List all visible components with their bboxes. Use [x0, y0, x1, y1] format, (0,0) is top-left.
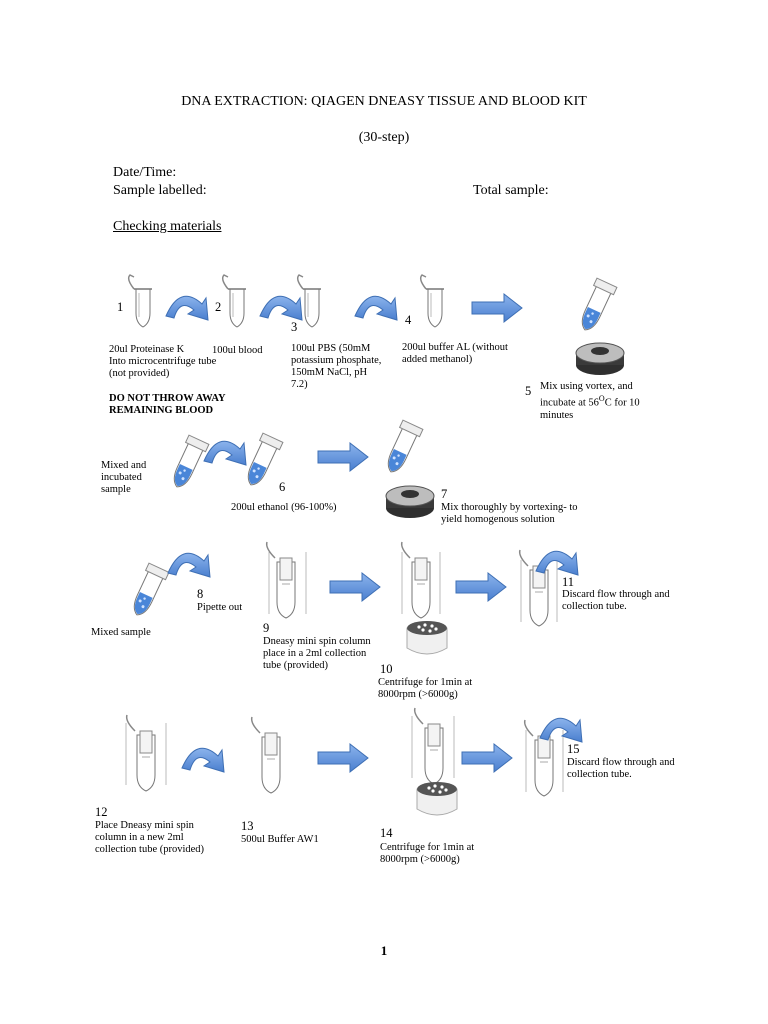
warning-note: DO NOT THROW AWAY REMAINING BLOOD — [109, 393, 226, 417]
step-5-line: incubate at 56OC for 10 — [540, 393, 640, 410]
step-14-text: Centrifuge for 1min at 8000rpm (>6000g) — [380, 842, 474, 866]
mixed-incubated-line: Mixed and — [101, 460, 147, 471]
step-5-line: minutes — [540, 409, 574, 421]
step-12-line: Place Dneasy mini spin — [95, 820, 194, 831]
step-15-number: 15 — [567, 742, 580, 756]
step-14-line: 8000rpm (>6000g) — [380, 854, 460, 865]
step-7-text: Mix thoroughly by vortexing- to yield ho… — [441, 502, 578, 526]
mixed-incubated-line: incubated — [101, 472, 142, 483]
step-1-number: 1 — [117, 300, 124, 314]
mixed-sample-label: Mixed sample — [91, 627, 151, 638]
date-time-label: Date/Time: — [113, 165, 177, 180]
step-11-line: collection tube. — [562, 601, 627, 612]
step-4-line: added methanol) — [402, 354, 473, 365]
step-6-text: 200ul ethanol (96-100%) — [231, 502, 337, 513]
step-3-number: 3 — [291, 320, 298, 334]
step-7-number: 7 — [441, 487, 448, 501]
step-5-text: Mix using vortex, and incubate at 56OC f… — [540, 381, 640, 422]
step-12-number: 12 — [95, 805, 108, 819]
tube-blood — [221, 274, 247, 328]
total-sample-label: Total sample: — [473, 183, 549, 198]
step-5-line: Mix using vortex, and — [540, 381, 633, 392]
tube-proteinase-k — [127, 274, 153, 328]
warning-line: DO NOT THROW AWAY — [109, 393, 226, 404]
step-12-line: collection tube (provided) — [95, 844, 205, 855]
step-5-temp-text: incubate at 56 — [540, 397, 599, 409]
warning-line: REMAINING BLOOD — [109, 405, 214, 416]
step-12-line: column in a new 2ml — [95, 832, 184, 843]
step-10-line: 8000rpm (>6000g) — [378, 689, 458, 700]
step-3-text: 100ul PBS (50mM potassium phosphate, 150… — [291, 343, 381, 391]
tube-buffer-al — [419, 274, 445, 328]
step-14-line: Centrifuge for 1min at — [380, 842, 475, 853]
step-9-number: 9 — [263, 621, 270, 635]
mixed-incubated-label: Mixed and incubated sample — [101, 460, 146, 496]
step-11-text: Discard flow through and collection tube… — [562, 589, 670, 613]
section-heading: Checking materials — [113, 219, 222, 234]
step-2-number: 2 — [215, 300, 222, 314]
step-9-text: Dneasy mini spin column place in a 2ml c… — [263, 636, 371, 672]
step-10-text: Centrifuge for 1min at 8000rpm (>6000g) — [378, 677, 472, 701]
step-4-line: 200ul buffer AL (without — [402, 342, 508, 353]
step-4-number: 4 — [405, 313, 412, 327]
step-8-number: 8 — [197, 587, 204, 601]
step-12-text: Place Dneasy mini spin column in a new 2… — [95, 820, 204, 856]
step-3-line: 150mM NaCl, pH — [291, 367, 368, 378]
sample-labelled-label: Sample labelled: — [113, 183, 207, 198]
step-1-line: 20ul Proteinase K — [109, 344, 185, 355]
step-7-line: yield homogenous solution — [441, 514, 555, 525]
step-7-line: Mix thoroughly by vortexing- to — [441, 502, 578, 513]
step-9-line: Dneasy mini spin column — [263, 636, 371, 647]
step-5-number: 5 — [525, 384, 532, 398]
step-10-line: Centrifuge for 1min at — [378, 677, 473, 688]
page-number: 1 — [380, 943, 388, 958]
step-1-text: 20ul Proteinase K Into microcentrifuge t… — [109, 344, 216, 380]
step-15-line: Discard flow through and — [567, 757, 675, 768]
step-14-number: 14 — [380, 826, 393, 840]
step-3-line: 7.2) — [291, 379, 308, 390]
step-3-line: 100ul PBS (50mM — [291, 343, 371, 354]
step-5-duration-text: C for 10 — [604, 397, 640, 409]
step-6-number: 6 — [279, 480, 286, 494]
step-10-number: 10 — [380, 662, 393, 676]
step-9-line: place in a 2ml collection — [263, 648, 367, 659]
mixed-incubated-line: sample — [101, 484, 131, 495]
page-title: DNA EXTRACTION: QIAGEN DNEASY TISSUE AND… — [181, 94, 587, 109]
step-15-line: collection tube. — [567, 769, 632, 780]
step-9-line: tube (provided) — [263, 660, 329, 671]
step-2-text: 100ul blood — [212, 345, 263, 356]
degree-mark: O — [598, 394, 605, 403]
step-1-line: (not provided) — [109, 368, 170, 379]
step-15-text: Discard flow through and collection tube… — [567, 757, 675, 781]
step-11-line: Discard flow through and — [562, 589, 670, 600]
step-13-number: 13 — [241, 819, 254, 833]
step-4-text: 200ul buffer AL (without added methanol) — [402, 342, 508, 366]
step-13-text: 500ul Buffer AW1 — [241, 834, 319, 845]
page-subtitle: (30-step) — [358, 130, 410, 145]
step-11-number: 11 — [562, 575, 575, 589]
step-3-line: potassium phosphate, — [291, 355, 382, 366]
step-1-line: Into microcentrifuge tube — [109, 356, 217, 367]
step-8-text: Pipette out — [197, 602, 243, 613]
